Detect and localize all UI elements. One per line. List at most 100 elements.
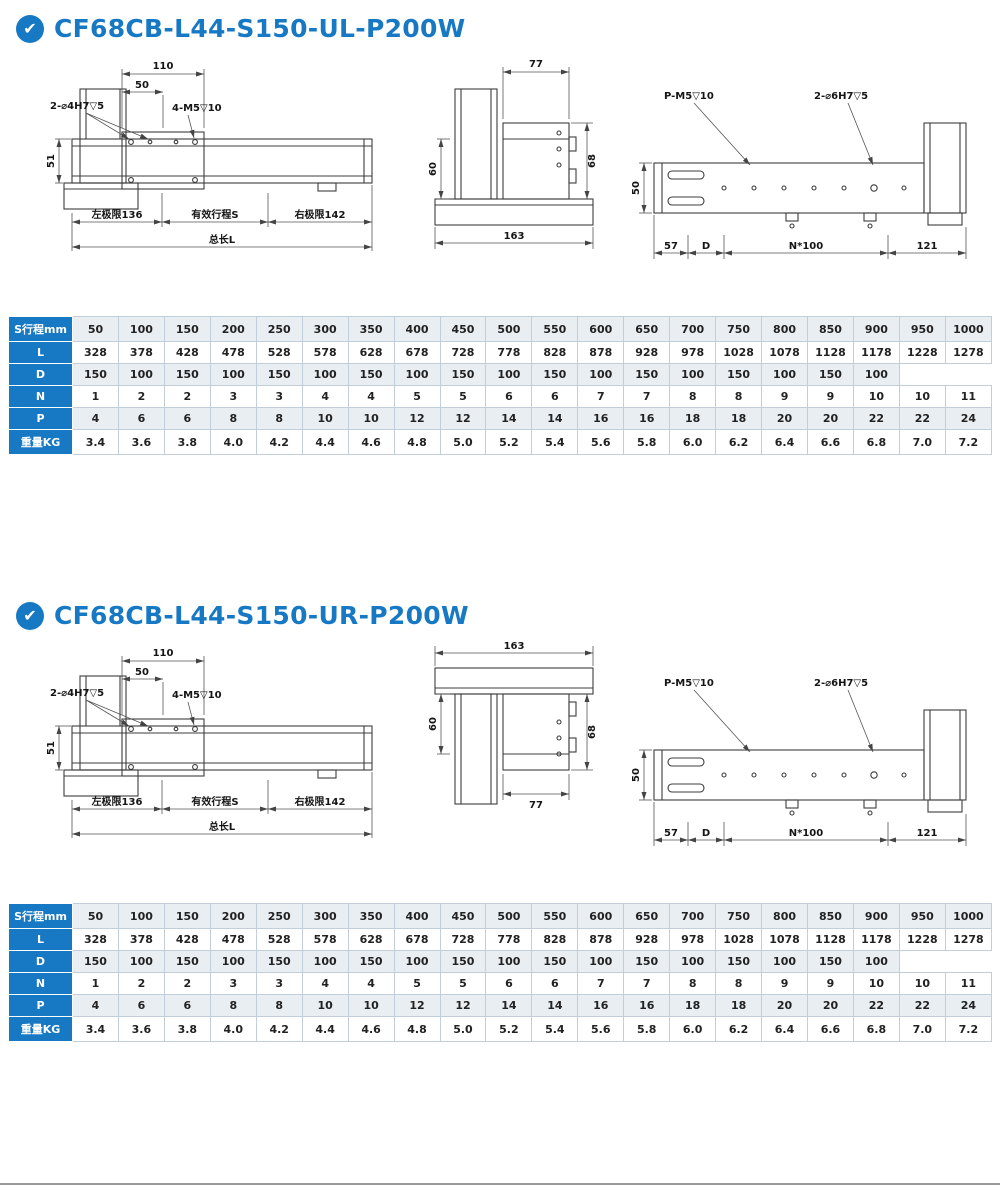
table-cell: 6.0 — [669, 1016, 717, 1042]
dim-stroke: 有效行程S — [191, 208, 238, 221]
table-cell: 5.0 — [439, 429, 487, 455]
hole-callout-4h7: 2-⌀4H7▽5 — [50, 688, 104, 699]
side-view-drawing: 77 60 68 163 — [428, 59, 598, 249]
top-body — [653, 122, 967, 229]
side-body — [434, 667, 594, 805]
hole-callout-pm5: P-M5▽10 — [664, 91, 714, 102]
dim-total-length: 总长L — [209, 233, 236, 246]
table-cell: 1178 — [852, 928, 900, 951]
table-cell: 400 — [393, 316, 441, 342]
table-cell: 950 — [898, 316, 946, 342]
side-dimensions: 163 60 68 77 — [428, 641, 598, 811]
table-cell: 4.2 — [255, 1016, 303, 1042]
front-view-drawing: 110 50 2-⌀4H7▽5 4-M5▽10 51 — [46, 61, 373, 251]
table-cell: 6.2 — [715, 429, 763, 455]
table-cell: 1278 — [944, 928, 993, 951]
table-cell: 8 — [669, 385, 717, 408]
table-cell: 378 — [117, 341, 165, 364]
table-cell: 750 — [715, 316, 763, 342]
row-header: S行程mm — [8, 316, 73, 342]
table-cell: 6.4 — [761, 429, 808, 455]
table-cell: 328 — [72, 341, 119, 364]
table-cell: 5.0 — [439, 1016, 487, 1042]
table-cell: 20 — [761, 994, 808, 1017]
table-cell: 6.0 — [669, 429, 717, 455]
table-cell: 428 — [163, 341, 211, 364]
table-cell: 10 — [898, 385, 946, 408]
dim-68: 68 — [587, 154, 598, 168]
table-cell: 3.6 — [117, 429, 165, 455]
table-cell: 3 — [255, 385, 303, 408]
table-cell: 100 — [209, 950, 257, 973]
dim-51: 51 — [46, 154, 57, 168]
table-cell: 150 — [72, 950, 119, 973]
table-cell: 4 — [72, 994, 119, 1017]
table-cell: 3 — [209, 385, 257, 408]
dim-57: 57 — [664, 828, 678, 839]
table-cell: 6.6 — [807, 1016, 854, 1042]
dim-51: 51 — [46, 741, 57, 755]
table-cell: 100 — [485, 950, 533, 973]
table-cell: 16 — [577, 994, 625, 1017]
table-cell: 16 — [623, 407, 671, 430]
table-cell: 1178 — [852, 341, 900, 364]
table-cell: 150 — [347, 950, 395, 973]
dim-163: 163 — [504, 641, 525, 652]
table-cell: 450 — [439, 903, 487, 929]
table-cell: 12 — [439, 994, 487, 1017]
table-cell: 1028 — [715, 928, 763, 951]
table-cell: 1078 — [761, 341, 808, 364]
table-cell: 6 — [531, 385, 579, 408]
table-cell: 150 — [531, 363, 579, 386]
dim-50: 50 — [135, 80, 149, 91]
table-cell: 150 — [807, 950, 854, 973]
dim-n100: N*100 — [789, 828, 824, 839]
table-cell: 11 — [944, 972, 993, 995]
table-cell: 6 — [117, 994, 165, 1017]
table-cell: 8 — [209, 407, 257, 430]
dim-50: 50 — [631, 768, 642, 782]
table-cell: 678 — [393, 341, 441, 364]
front-dimensions: 110 50 2-⌀4H7▽5 4-M5▽10 51 — [46, 648, 373, 838]
top-dimensions: P-M5▽10 2-⌀6H7▽5 50 — [631, 678, 967, 846]
table-cell: 5.4 — [531, 1016, 579, 1042]
table-cell: 878 — [577, 341, 625, 364]
table-cell: 7 — [623, 972, 671, 995]
table-cell: 100 — [485, 363, 533, 386]
table-cell: 7 — [577, 972, 625, 995]
product-section-ul: ✔ CF68CB-L44-S150-UL-P200W — [0, 0, 1000, 455]
table-cell: 100 — [117, 950, 165, 973]
table-cell: 728 — [439, 928, 487, 951]
row-header: L — [8, 928, 73, 951]
table-cell: 500 — [485, 903, 533, 929]
table-cell: 22 — [898, 994, 946, 1017]
table-cell: 700 — [669, 316, 717, 342]
table-cell: 200 — [209, 903, 257, 929]
table-cell: 100 — [301, 950, 349, 973]
table-cell: 250 — [255, 903, 303, 929]
table-cell: 10 — [301, 994, 349, 1017]
table-cell: 8 — [255, 407, 303, 430]
hole-callout-pm5: P-M5▽10 — [664, 678, 714, 689]
table-cell: 18 — [715, 407, 763, 430]
table-cell: 50 — [72, 903, 119, 929]
table-cell: 150 — [72, 363, 119, 386]
dim-stroke: 有效行程S — [191, 795, 238, 808]
table-cell: 378 — [117, 928, 165, 951]
table-cell: 528 — [255, 341, 303, 364]
table-cell: 1228 — [898, 928, 946, 951]
table-cell: 8 — [669, 972, 717, 995]
table-cell: 478 — [209, 341, 257, 364]
table-cell: 1 — [72, 385, 119, 408]
row-header: P — [8, 994, 73, 1017]
table-cell: 22 — [852, 994, 900, 1017]
table-cell: 7.2 — [944, 429, 993, 455]
table-cell: 9 — [761, 385, 808, 408]
table-cell: 4 — [301, 385, 349, 408]
table-cell: 850 — [807, 316, 854, 342]
top-view-drawing: P-M5▽10 2-⌀6H7▽5 50 — [631, 678, 967, 846]
table-cell: 7.2 — [944, 1016, 993, 1042]
table-cell: 2 — [117, 385, 165, 408]
table-cell: 578 — [301, 341, 349, 364]
